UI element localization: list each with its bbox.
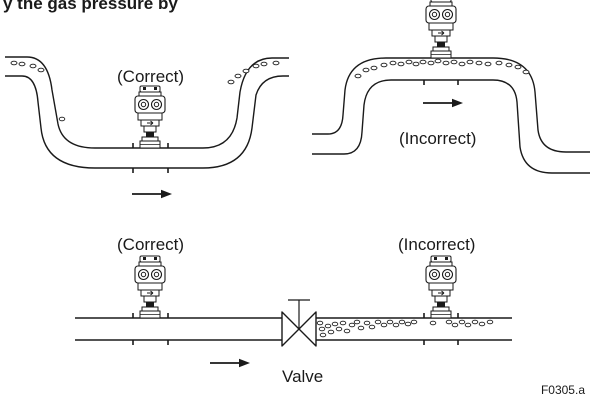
straight-pipe-with-valve bbox=[75, 255, 512, 369]
inverted-u-pipe-incorrect bbox=[312, 0, 590, 174]
transmitter-icon bbox=[134, 255, 166, 319]
transmitter-icon bbox=[425, 0, 457, 59]
flow-arrow-icon bbox=[209, 357, 251, 369]
valve-icon bbox=[281, 299, 317, 347]
u-pipe-correct bbox=[5, 56, 289, 200]
gas-bubbles-left bbox=[10, 60, 280, 122]
header-text: y the gas pressure by bbox=[3, 0, 178, 13]
gas-bubbles-bottom bbox=[316, 319, 494, 338]
flow-arrow-icon bbox=[131, 188, 173, 200]
transmitter-icon bbox=[134, 85, 166, 149]
transmitter-icon bbox=[425, 255, 457, 319]
figure-id: F0305.a bbox=[541, 383, 585, 397]
gas-bubbles-top bbox=[354, 58, 530, 79]
label-top-left-correct: (Correct) bbox=[117, 67, 184, 86]
label-valve: Valve bbox=[282, 367, 323, 386]
label-bottom-left-correct: (Correct) bbox=[117, 235, 184, 254]
label-top-right-incorrect: (Incorrect) bbox=[399, 129, 476, 148]
label-bottom-right-incorrect: (Incorrect) bbox=[398, 235, 475, 254]
flow-arrow-icon bbox=[422, 97, 464, 109]
